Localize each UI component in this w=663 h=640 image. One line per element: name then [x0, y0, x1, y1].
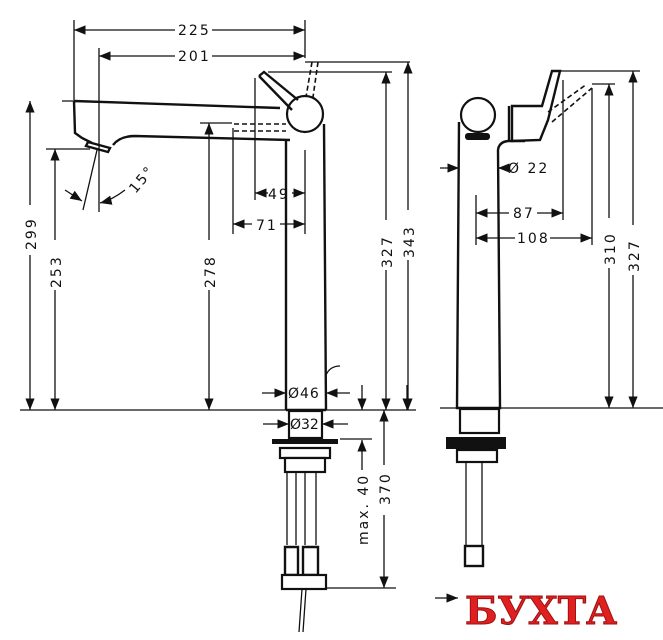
side-washer — [446, 437, 506, 449]
side-cartridge — [507, 69, 562, 143]
dim-370: 370 — [378, 472, 394, 505]
side-shank — [458, 407, 501, 435]
dim-49: 49 — [268, 187, 290, 203]
drain-rod — [325, 365, 341, 376]
side-spout-head — [459, 96, 497, 134]
angle-15: 15° — [126, 163, 158, 197]
side-lever-open — [547, 83, 593, 123]
side-aerator — [465, 133, 490, 140]
hose-fittings — [283, 545, 320, 577]
dim-dia46: Ø46 — [288, 386, 320, 402]
side-view — [440, 69, 663, 568]
dim-71: 71 — [256, 218, 278, 234]
dim-225: 225 — [178, 23, 211, 39]
dim-201: 201 — [178, 49, 211, 65]
lever — [258, 70, 299, 111]
dim-327-front: 327 — [380, 235, 396, 268]
spout — [72, 99, 291, 146]
dim-dia22: Ø 22 — [508, 161, 549, 177]
dim-327-side: 327 — [627, 239, 643, 272]
handle-hub — [285, 94, 325, 134]
dim-253: 253 — [49, 255, 65, 288]
watermark-logo: БУХТА — [465, 588, 617, 633]
dim-310: 310 — [603, 232, 619, 265]
front-view — [20, 61, 416, 633]
hose-nuts — [280, 573, 328, 591]
supply-hoses — [286, 472, 317, 545]
side-hose-fitting — [463, 544, 485, 568]
drain-pipe — [298, 588, 307, 633]
body — [284, 123, 328, 412]
dim-108: 108 — [517, 231, 550, 247]
side-body — [455, 121, 525, 410]
lever-side-position — [234, 123, 286, 132]
dim-87: 87 — [513, 206, 535, 222]
dim-278: 278 — [203, 255, 219, 288]
side-plate — [455, 448, 499, 464]
dim-343: 343 — [402, 225, 418, 258]
aerator — [84, 140, 112, 154]
side-hose — [465, 462, 483, 545]
dim-dia32: Ø32 — [290, 417, 319, 433]
fixing-nut — [278, 446, 332, 460]
dim-299: 299 — [24, 217, 40, 250]
lever-open-position — [305, 61, 319, 98]
washer — [272, 439, 338, 444]
fixing-plate — [283, 456, 327, 474]
dim-max40: max. 40 — [356, 474, 372, 545]
side-dimensions: Ø 22 87 108 310 327 — [440, 70, 643, 408]
